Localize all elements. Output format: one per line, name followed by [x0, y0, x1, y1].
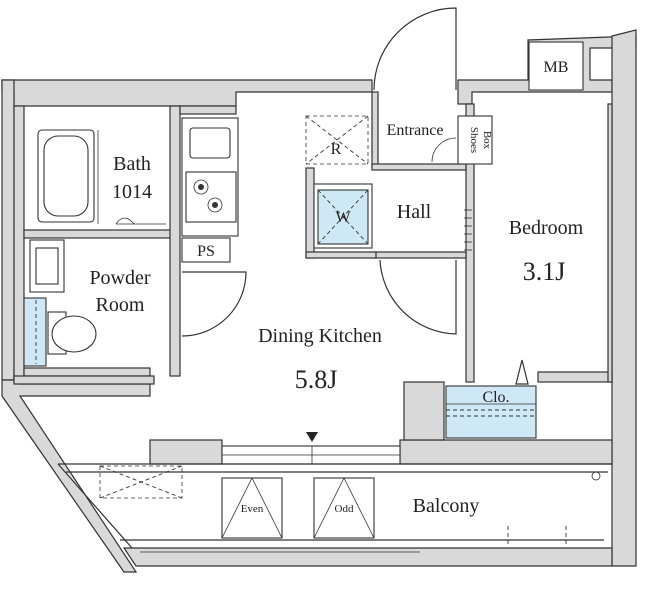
refrigerator-label: R: [331, 141, 342, 158]
kitchen-sink: [189, 127, 231, 159]
bath-size-label: 1014: [112, 181, 152, 203]
bedroom-sliding-door: [464, 209, 472, 251]
drain-icon: [591, 471, 601, 481]
balcony: [57, 463, 612, 553]
closet: [445, 385, 537, 439]
bedroom-size-label: 3.1J: [523, 257, 566, 286]
odd-label: Odd: [335, 503, 354, 515]
bath-label: Bath: [113, 153, 151, 175]
toilet-bowl: [51, 315, 97, 353]
dining-size-label: 5.8J: [295, 365, 338, 394]
shoes-box: [457, 115, 493, 165]
hatch-even: Even: [221, 477, 283, 539]
bedroom-label: Bedroom: [509, 217, 584, 239]
bathtub-basin: [43, 135, 89, 217]
refrigerator-space: [305, 115, 369, 165]
powder-room-label: Room: [96, 294, 145, 316]
shoes-box-door: [431, 137, 457, 163]
box-label: Box: [481, 131, 493, 150]
balcony-label: Balcony: [413, 495, 480, 517]
ps-label: PS: [197, 243, 215, 260]
mb-box: [528, 41, 584, 91]
closet-light-icon: [515, 359, 529, 385]
main-opening-marker-icon: [306, 432, 318, 442]
dining-label: Dining Kitchen: [258, 325, 382, 347]
hall-door: [379, 259, 457, 335]
even-label: Even: [241, 503, 264, 515]
powder-label: Powder: [89, 267, 150, 289]
interior-walls: [13, 91, 613, 465]
shoes-label: Shoes: [468, 127, 480, 153]
washer-label: W: [335, 209, 351, 226]
mb-label: MB: [544, 59, 569, 76]
burner-icon: [193, 179, 209, 195]
powder-door: [181, 271, 247, 337]
sink: [35, 247, 59, 285]
entrance-door: [373, 7, 457, 91]
closet-label: Clo.: [482, 389, 509, 406]
balcony-window: [221, 432, 401, 465]
burner-icon: [207, 197, 223, 213]
toilet-tank: [23, 297, 47, 367]
hall-label: Hall: [397, 201, 432, 223]
stove: [185, 171, 237, 223]
entrance-label: Entrance: [387, 122, 444, 139]
outdoor-unit: [99, 465, 183, 499]
ps-box: [181, 237, 231, 263]
hatch-odd: Odd: [313, 477, 375, 539]
